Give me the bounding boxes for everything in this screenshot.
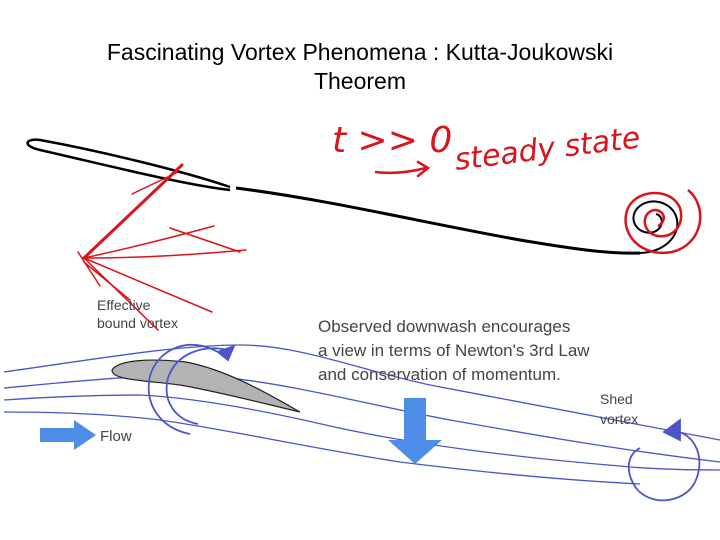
sketch-wake-curl <box>632 200 679 254</box>
shed-vortex-circulation <box>627 418 701 502</box>
downwash-arrow <box>388 398 442 464</box>
sketch-airfoil <box>26 138 231 192</box>
observation-text-line3: and conservation of momentum. <box>318 365 561 384</box>
airfoil <box>111 359 301 413</box>
red-spiral-vortex <box>624 189 702 255</box>
flow-arrow <box>40 420 96 450</box>
flow-label: Flow <box>100 428 132 445</box>
observation-text-line1: Observed downwash encourages <box>318 317 570 336</box>
handwritten-arrow <box>374 160 431 178</box>
steady-state-sketch <box>26 138 679 255</box>
shed-vortex-label-line2: vortex <box>600 411 638 427</box>
sketch-wake-line <box>235 186 641 255</box>
effective-bound-vortex-label-line2: bound vortex <box>97 315 178 331</box>
slide-title-line1: Fascinating Vortex Phenomena : Kutta-Jou… <box>106 39 614 65</box>
effective-bound-vortex-label-line1: Effective <box>97 297 151 313</box>
red-bound-vortex-sketch <box>77 163 247 331</box>
streamlines <box>3 344 720 485</box>
observation-text-line2: a view in terms of Newton's 3rd Law <box>318 341 590 360</box>
shed-vortex-label-line1: Shed <box>600 391 633 407</box>
handwritten-steady-state: steady state <box>453 120 642 177</box>
slide-title-line2: Theorem <box>313 68 407 94</box>
bound-vortex-circulation <box>147 343 236 435</box>
handwritten-time-condition: t >> 0 <box>332 120 452 161</box>
slide-title: Fascinating Vortex Phenomena : Kutta-Jou… <box>0 38 720 96</box>
